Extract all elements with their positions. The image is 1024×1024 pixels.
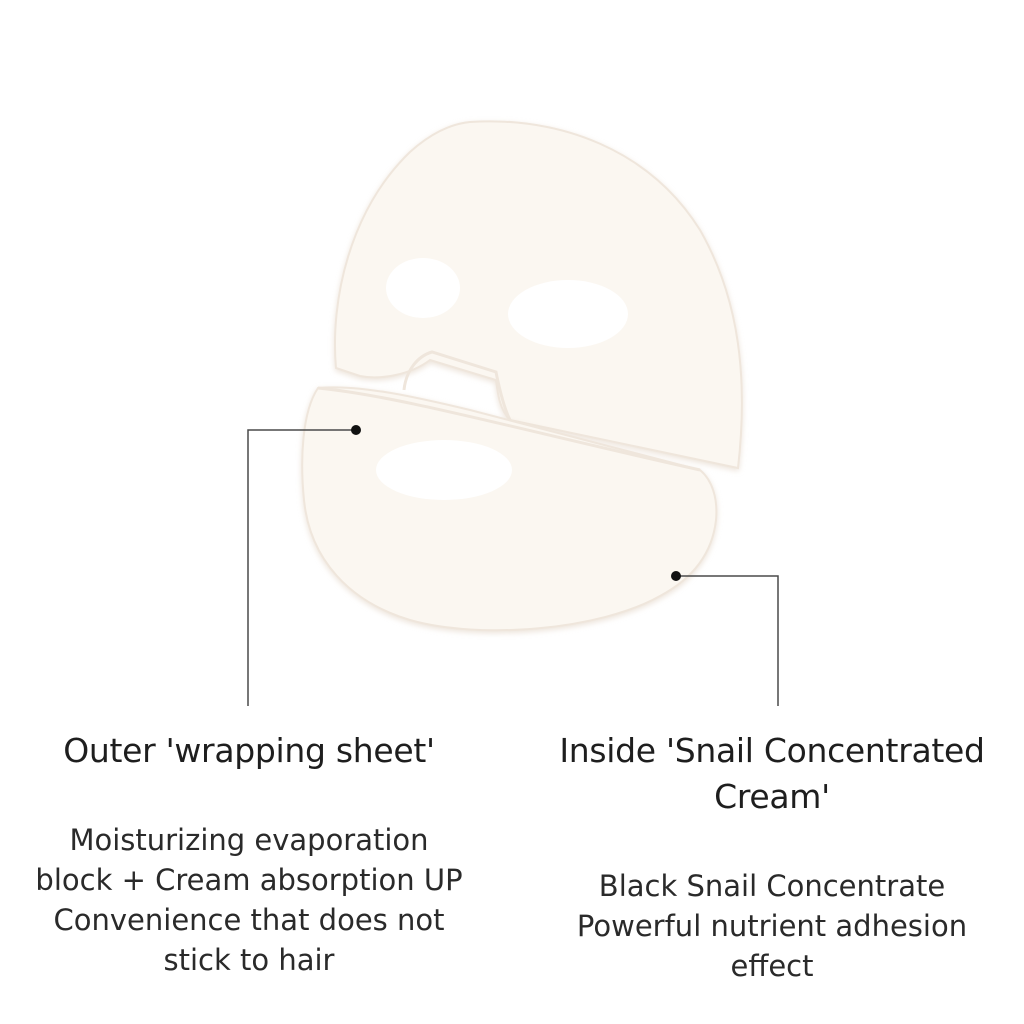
left-leader-dot xyxy=(351,425,361,435)
outer-sheet-title: Outer 'wrapping sheet' xyxy=(63,731,435,770)
inner-cream-description: Black Snail Concentrate Powerful nutrien… xyxy=(576,869,968,983)
outer-sheet-caption: Outer 'wrapping sheet' Moisturizing evap… xyxy=(4,728,494,980)
right-eye-hole xyxy=(508,280,628,348)
right-leader-line xyxy=(676,575,779,706)
sheet-seam xyxy=(317,386,701,472)
right-leader-dot xyxy=(671,571,681,581)
left-leader-line xyxy=(247,429,356,706)
mouth-hole xyxy=(376,440,512,500)
left-eye-hole xyxy=(386,258,460,318)
nose-flap xyxy=(402,350,512,421)
inner-cream-caption: Inside 'Snail Concentrated Cream' Black … xyxy=(520,728,1024,986)
outer-sheet-description: Moisturizing evaporation block + Cream a… xyxy=(35,823,463,977)
inner-cream-title: Inside 'Snail Concentrated Cream' xyxy=(559,731,985,816)
